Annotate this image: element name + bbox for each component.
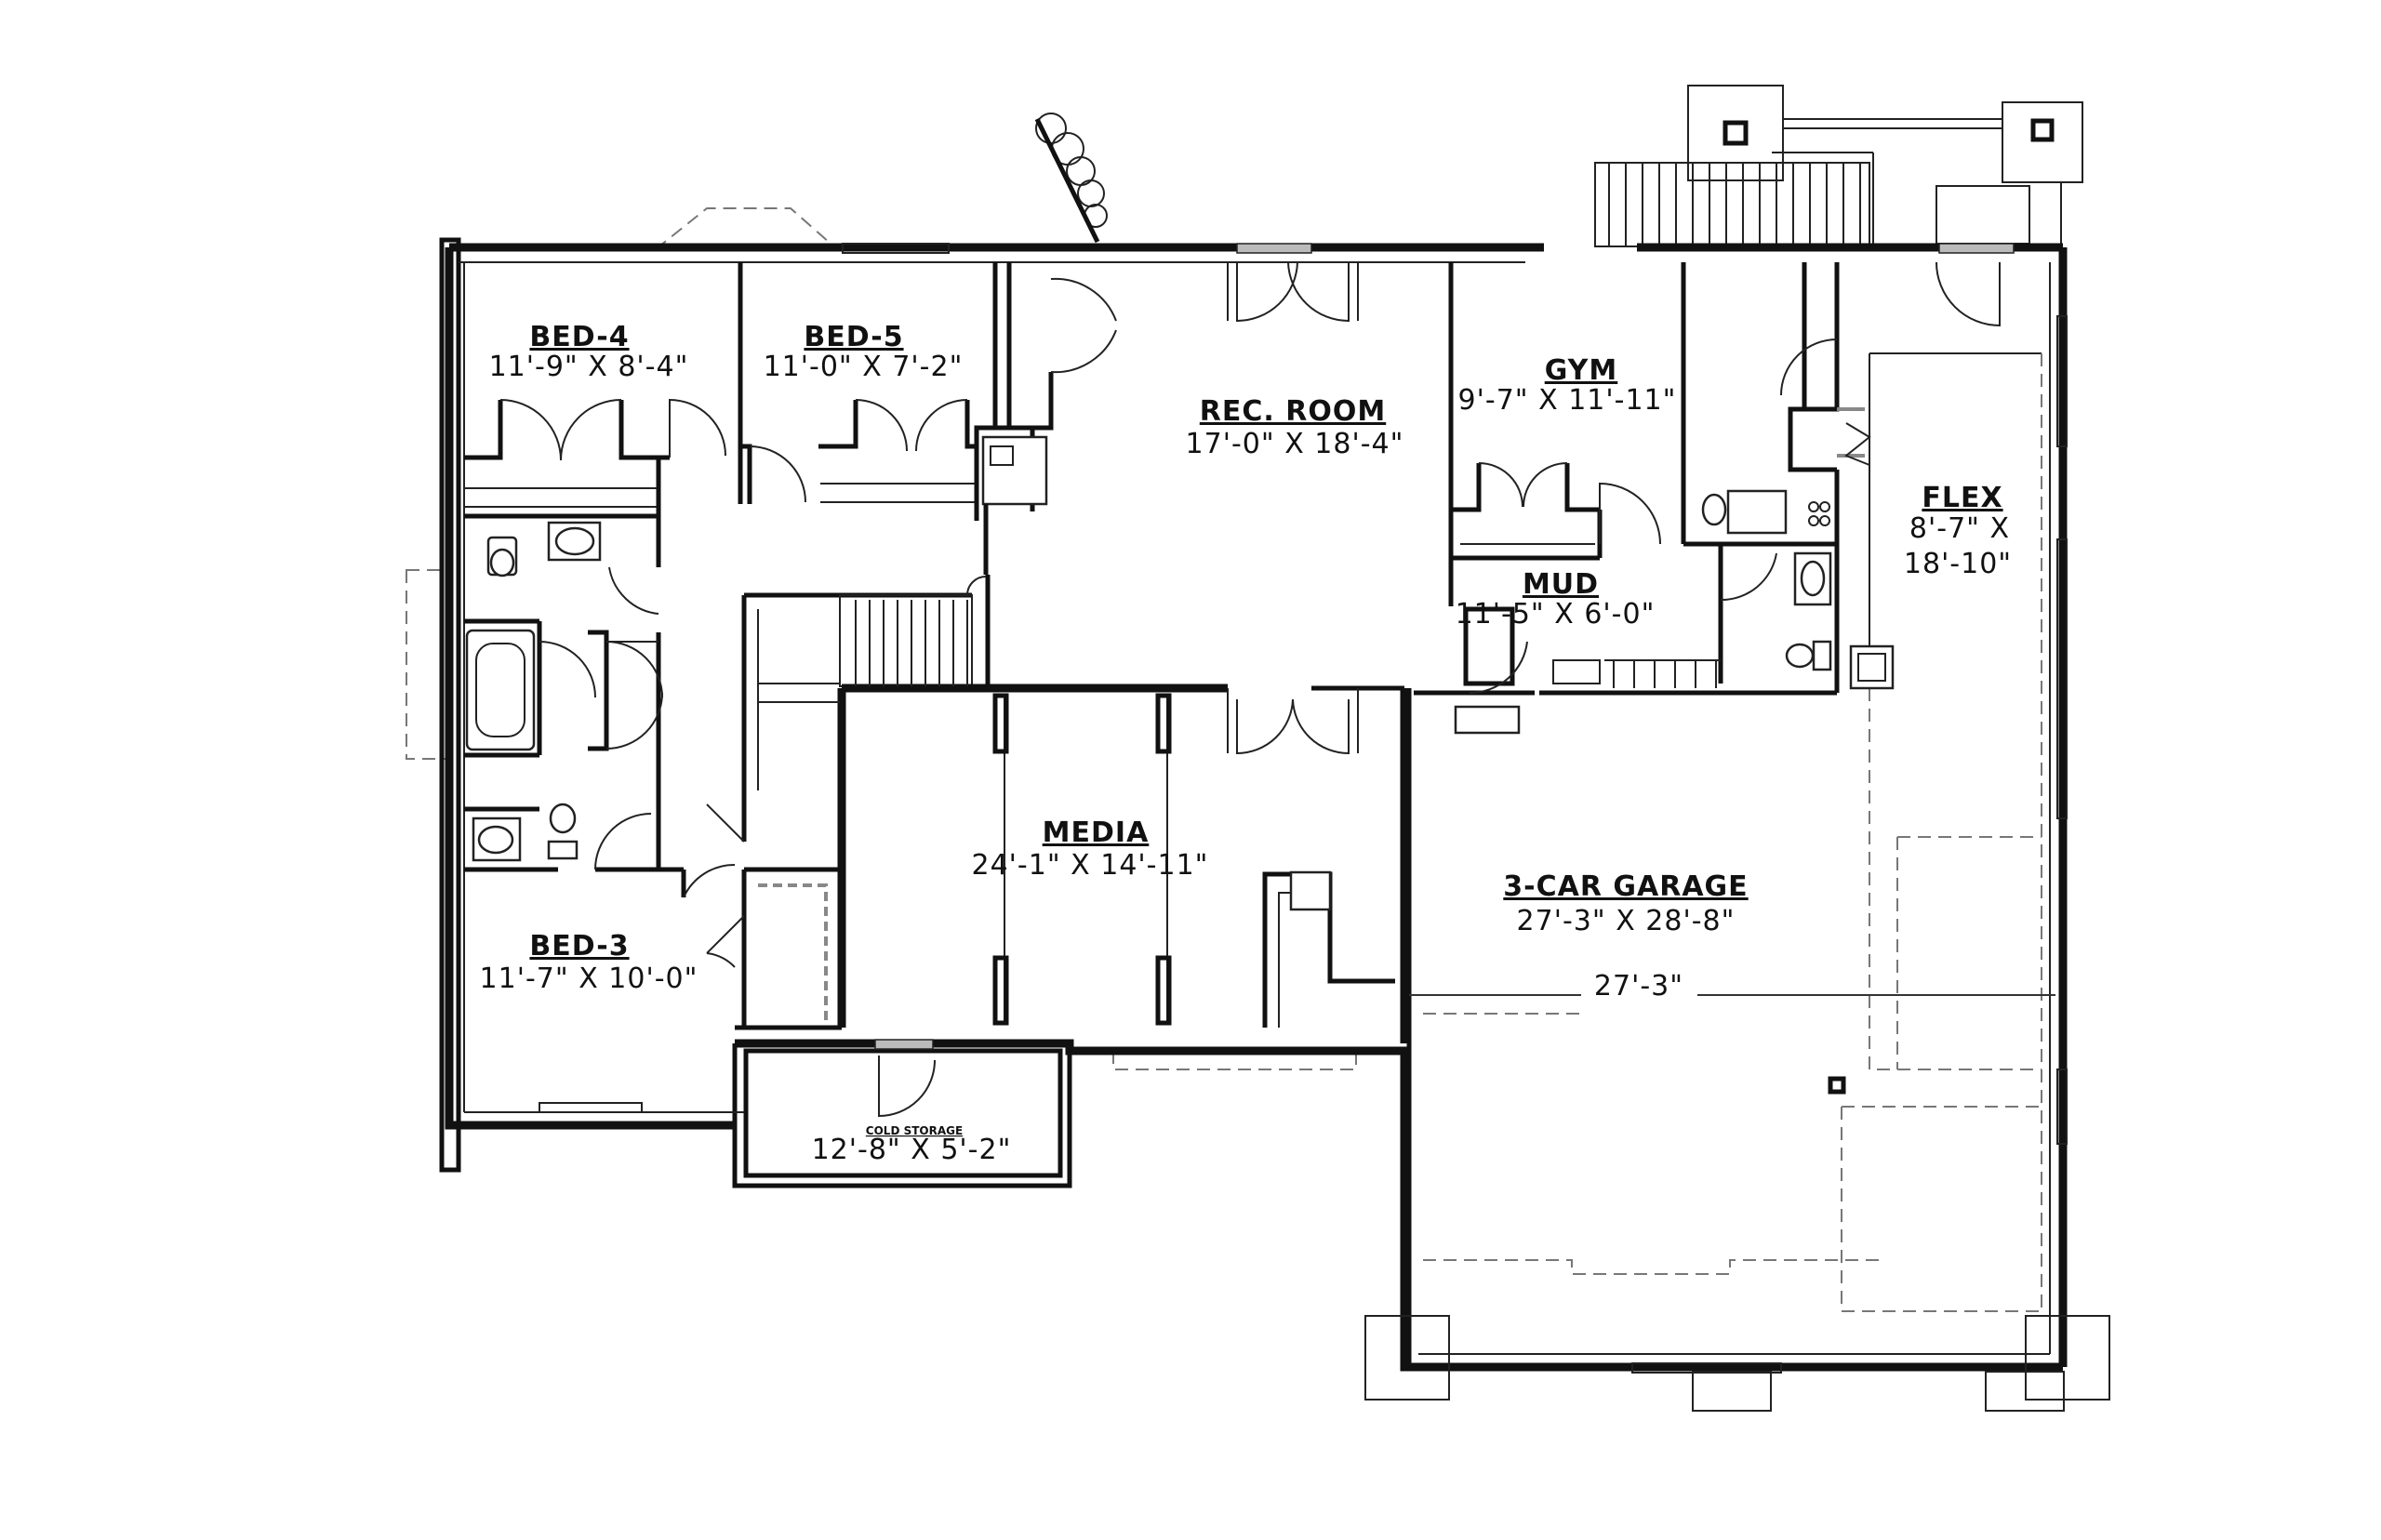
flex-name: FLEX	[1922, 482, 2002, 514]
deck-posts	[1687, 85, 2083, 244]
room-label-bed3: BED-3 11'-7" X 10'-0"	[480, 930, 698, 995]
media-name: MEDIA	[1043, 816, 1150, 849]
media-dims: 24'-1" X 14'-11"	[972, 849, 1209, 882]
interior-stairs	[758, 600, 968, 703]
floor-drain	[1828, 1076, 1846, 1095]
rec-room-dims: 17'-0" X 18'-4"	[1186, 428, 1404, 460]
gym-dims: 9'-7" X 11'-11"	[1458, 384, 1677, 417]
room-label-rec-room: REC. ROOM 17'-0" X 18'-4"	[1186, 395, 1404, 460]
doors	[499, 261, 2001, 1118]
room-label-gym: GYM 9'-7" X 11'-11"	[1458, 354, 1677, 417]
water-heater	[981, 435, 1048, 506]
window-well-bottom	[1112, 1051, 1357, 1070]
windows	[539, 243, 2068, 1374]
lower-toilet	[549, 803, 577, 834]
plumbing-fixtures	[465, 489, 1895, 1095]
garage-dims: 27'-3" X 28'-8"	[1517, 905, 1736, 937]
room-label-garage: 3-CAR GARAGE 27'-3" X 28'-8" 27'-3"	[1503, 870, 1748, 1002]
bed3-dims: 11'-7" X 10'-0"	[480, 962, 698, 995]
bay-window-outline	[655, 207, 838, 250]
mud-bench	[1454, 705, 1521, 735]
room-label-bed4: BED-4 11'-9" X 8'-4"	[489, 321, 689, 383]
dashed-outlines	[1423, 353, 2042, 1312]
garage-corner-posts	[1364, 1315, 2110, 1412]
landscape-shrub	[1034, 113, 1108, 244]
room-label-cold-storage: COLD STORAGE 12'-8" X 5'-2"	[812, 1124, 1012, 1166]
rec-room-name: REC. ROOM	[1200, 395, 1386, 428]
bar-sink	[1289, 870, 1332, 911]
bed3-name: BED-3	[529, 930, 629, 962]
bed5-name: BED-5	[804, 321, 903, 353]
gym-toilet	[1701, 493, 1727, 526]
bed4-name: BED-4	[529, 321, 629, 353]
window-well-left	[406, 569, 450, 760]
bathtub	[465, 629, 536, 751]
mud-dims: 11'-5" X 6'-0"	[1456, 598, 1656, 631]
mud-name: MUD	[1523, 568, 1599, 601]
mud-toilet	[1785, 643, 1815, 669]
garage-dimension-text: 27'-3"	[1594, 970, 1683, 1002]
exterior-walls	[439, 237, 2068, 1372]
room-label-media: MEDIA 24'-1" X 14'-11"	[972, 816, 1209, 882]
room-label-flex: FLEX 8'-7" X 18'-10"	[1904, 482, 2012, 580]
exterior-wall-offsets	[459, 261, 2051, 1355]
flex-dims-line2: 18'-10"	[1904, 548, 2012, 580]
gym-name: GYM	[1545, 354, 1618, 387]
exterior-stairs	[1594, 162, 2030, 247]
cold-storage-name: COLD STORAGE	[866, 1124, 963, 1137]
cold-storage-dims: 12'-8" X 5'-2"	[812, 1134, 1012, 1166]
utility-sink	[1849, 644, 1895, 690]
bed4-dims: 11'-9" X 8'-4"	[489, 351, 689, 383]
room-label-bed5: BED-5 11'-0" X 7'-2"	[764, 321, 964, 383]
bed5-dims: 11'-0" X 7'-2"	[764, 351, 964, 383]
flex-dims-line1: 8'-7" X	[1909, 512, 2010, 545]
room-label-mud: MUD 11'-5" X 6'-0"	[1456, 568, 1656, 631]
garage-name: 3-CAR GARAGE	[1503, 870, 1748, 903]
